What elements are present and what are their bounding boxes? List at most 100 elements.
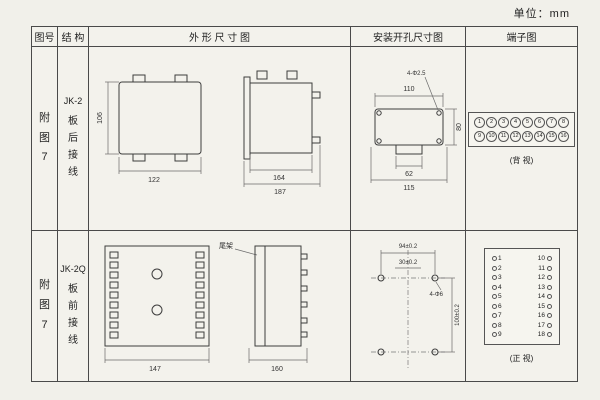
holes-note-label: 4-Φ6 xyxy=(430,292,444,298)
mounting-drawing-jk2: 110 4-Φ2.5 80 62 115 xyxy=(370,71,463,192)
dimension-label: 80 xyxy=(456,123,463,131)
terminal-row-bottom: 9 10 11 12 13 14 15 16 xyxy=(474,130,569,142)
terminal-number: 11 xyxy=(498,130,509,142)
terminal-screw-icon xyxy=(491,284,497,290)
terminal-number: 9 xyxy=(498,331,502,338)
header-fig-no: 图号 xyxy=(32,27,58,47)
terminal-screw-icon xyxy=(491,294,497,299)
relay-side-view xyxy=(243,70,321,160)
terminal-row-top: 1 2 3 4 5 6 7 8 xyxy=(474,116,569,128)
terminal-pair: 8 17 xyxy=(491,321,552,329)
terminal-box: 1 2 3 4 5 6 7 8 9 10 11 12 13 14 15 xyxy=(468,111,575,147)
dimension-lines: 147 尾架 xyxy=(104,242,258,373)
wiring-label: 板 后 接 线 xyxy=(68,113,78,181)
dimension-label: 100±0.2 xyxy=(455,303,461,325)
terminal-number: 2 xyxy=(486,116,497,128)
dimension-label: 110 xyxy=(403,86,414,93)
terminal-pair: 3 12 xyxy=(491,274,552,281)
terminal-number: 12 xyxy=(510,130,521,142)
wiring-label: 板 前 接 线 xyxy=(68,281,78,349)
structure-cell-row2: JK-2Q 板 前 接 线 xyxy=(58,231,89,381)
terminal-number: 10 xyxy=(537,255,545,262)
model-label: JK-2Q xyxy=(60,263,86,274)
terminal-pair: 1 10 xyxy=(491,255,552,262)
terminal-number: 5 xyxy=(522,116,533,128)
terminal-screw-icon xyxy=(546,332,552,337)
header-fig-no-label: 图号 xyxy=(34,33,55,44)
dimension-lines: 110 4-Φ2.5 80 62 115 xyxy=(370,71,463,192)
dimension-label: 164 xyxy=(273,175,285,182)
wiring-char: 后 xyxy=(68,133,78,144)
terminal-pair: 7 16 xyxy=(491,312,552,319)
terminal-number: 3 xyxy=(498,274,502,281)
terminal-number: 17 xyxy=(537,321,545,329)
wiring-char: 接 xyxy=(68,150,78,161)
fig-no-cell-row1: 附 图 7 xyxy=(32,47,58,231)
dimension-label: 187 xyxy=(274,189,286,196)
terminal-number: 16 xyxy=(558,130,569,142)
spec-table: 图号 结 构 外 形 尺 寸 图 安装开孔尺寸图 端子图 附 图 7 JK-2 … xyxy=(31,26,578,382)
terminal-number: 10 xyxy=(486,130,497,142)
outline-drawing-jk2: 106 122 164 xyxy=(97,70,321,196)
relay-front-view xyxy=(118,74,202,162)
structure-cell-row1: JK-2 板 后 接 线 xyxy=(58,47,89,231)
terminal-number: 1 xyxy=(474,116,485,128)
dimension-label: 94±0.2 xyxy=(399,244,418,250)
terminal-number: 11 xyxy=(538,264,545,272)
dimension-label: 122 xyxy=(148,177,160,184)
terminal-number: 3 xyxy=(498,116,509,128)
header-terminal-label: 端子图 xyxy=(506,33,537,44)
mounting-drawing-cell-row2: 94±0.2 30±0.2 4-Φ6 100±0.2 xyxy=(351,231,466,381)
terminal-number: 15 xyxy=(546,130,557,142)
fig-char: 7 xyxy=(41,318,48,331)
dimension-lines: 94±0.2 30±0.2 4-Φ6 100±0.2 xyxy=(380,244,461,352)
fig-char: 7 xyxy=(41,151,48,164)
terminal-screw-icon xyxy=(546,313,552,318)
center-lines xyxy=(371,249,445,370)
wiring-char: 线 xyxy=(68,334,78,346)
terminal-view-label: (背 视) xyxy=(509,155,534,165)
terminal-number: 13 xyxy=(537,283,545,291)
terminal-screw-icon xyxy=(491,275,497,280)
terminal-number: 8 xyxy=(498,321,502,329)
relay-side-view xyxy=(254,245,308,346)
terminal-screw-icon xyxy=(546,265,552,271)
terminal-number: 18 xyxy=(537,331,545,338)
terminal-number: 4 xyxy=(510,116,521,128)
terminal-screw-icon xyxy=(491,322,497,328)
terminal-screw-icon xyxy=(546,322,552,328)
terminal-number: 8 xyxy=(558,116,569,128)
terminal-number: 1 xyxy=(498,255,502,262)
header-outline-label: 外 形 尺 寸 图 xyxy=(188,33,251,44)
terminal-cell-row1: 1 2 3 4 5 6 7 8 9 10 11 12 13 14 15 xyxy=(466,47,577,231)
header-mounting-label: 安装开孔尺寸图 xyxy=(373,33,443,44)
terminal-screw-icon xyxy=(491,332,497,337)
outline-drawing-cell-row2: 147 尾架 160 xyxy=(89,231,351,381)
terminal-screw-icon xyxy=(546,256,552,261)
terminal-pair: 4 13 xyxy=(491,283,552,291)
fig-char: 图 xyxy=(39,299,50,312)
terminal-number: 9 xyxy=(474,130,485,142)
terminal-pair: 2 11 xyxy=(491,264,552,272)
terminal-number: 14 xyxy=(537,293,545,300)
terminal-view-label: (正 视) xyxy=(509,354,534,363)
mounting-drawing-cell-row1: 110 4-Φ2.5 80 62 115 xyxy=(351,47,466,231)
mounting-drawing-jk2q: 94±0.2 30±0.2 4-Φ6 100±0.2 xyxy=(371,244,461,370)
dimension-lines: 164 187 xyxy=(243,145,321,196)
terminal-screw-icon xyxy=(546,294,552,299)
terminal-screw-icon xyxy=(546,284,552,290)
terminal-number: 15 xyxy=(537,302,545,310)
dimension-label: 62 xyxy=(405,171,413,178)
header-outline: 外 形 尺 寸 图 xyxy=(89,27,351,47)
terminal-screw-icon xyxy=(491,256,497,261)
terminal-number: 7 xyxy=(498,312,502,319)
wiring-char: 接 xyxy=(68,317,78,329)
dimension-label: 160 xyxy=(271,366,283,373)
wiring-char: 板 xyxy=(68,116,78,127)
dimension-lines: 106 122 xyxy=(97,81,202,184)
wiring-char: 前 xyxy=(68,300,78,312)
terminal-screw-icon xyxy=(491,313,497,318)
header-mounting: 安装开孔尺寸图 xyxy=(351,27,466,47)
wiring-char: 线 xyxy=(68,167,78,178)
